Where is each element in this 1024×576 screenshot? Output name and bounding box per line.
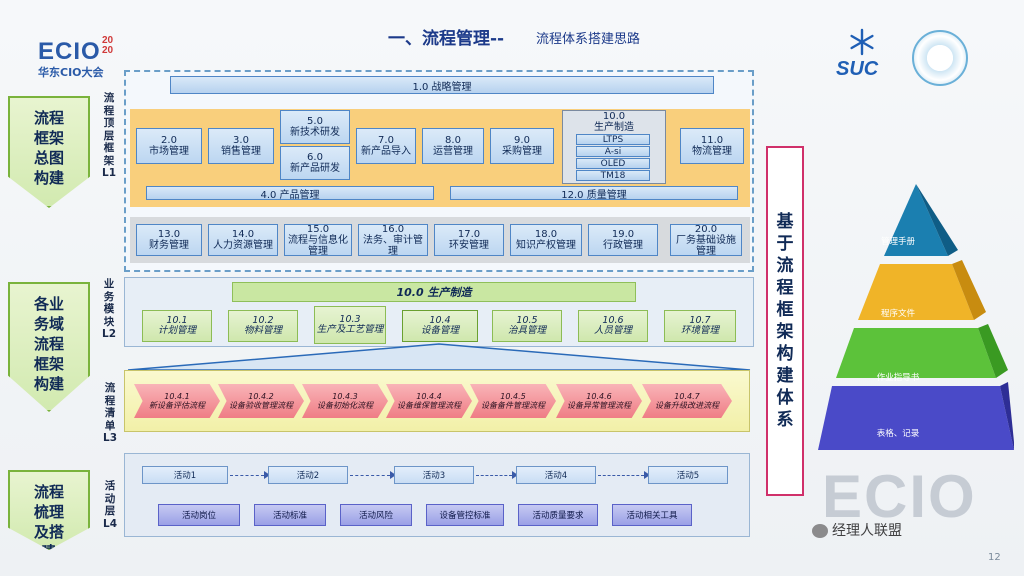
ecio-logo-subtitle: 华东CIO大会 bbox=[38, 66, 104, 79]
pyramid-level-procedure: 程序文件 bbox=[880, 309, 915, 319]
layer-label-l4: 活动层L4 bbox=[103, 480, 117, 530]
layer-label-l2: 业务模块L2 bbox=[102, 278, 116, 340]
left-label-business-domain: 各业务域流程框架构建 bbox=[8, 282, 90, 412]
page-subtitle: 流程体系搭建思路 bbox=[536, 32, 641, 47]
l4-activity-3[interactable]: 活动3 bbox=[394, 466, 474, 484]
ecio-background-logo: ECIO bbox=[822, 463, 977, 530]
l4-arrow-1-2 bbox=[230, 471, 270, 479]
l4-property-tools[interactable]: 活动相关工具 bbox=[612, 504, 692, 526]
layer-label-l1: 流程顶层框架L1 bbox=[102, 92, 116, 179]
l4-activity-5[interactable]: 活动5 bbox=[648, 466, 728, 484]
l4-activity-1[interactable]: 活动1 bbox=[142, 466, 228, 484]
l4-activity-4[interactable]: 活动4 bbox=[516, 466, 596, 484]
layer-label-l3: 流程清单L3 bbox=[103, 382, 117, 444]
l1-production-sub-tm18[interactable]: TM18 bbox=[576, 170, 650, 181]
l2-to-l3-expansion-shape bbox=[127, 343, 751, 371]
pyramid-level-instruction: 作业指导书 bbox=[876, 373, 920, 383]
round-emblem-logo bbox=[912, 30, 968, 86]
l2-title-bar[interactable]: 10.0 生产制造 bbox=[232, 282, 636, 302]
ecio-logo: ECIO bbox=[38, 38, 101, 65]
left-label-process-build: 流程梳理及搭建 bbox=[8, 470, 90, 550]
l1-product-mgmt-bar[interactable]: 4.0 产品管理 bbox=[146, 186, 434, 201]
l4-property-position[interactable]: 活动岗位 bbox=[158, 504, 240, 526]
wechat-icon bbox=[812, 524, 828, 538]
watermark-text: 经理人联盟 bbox=[812, 520, 902, 540]
page-title: 一、流程管理-- bbox=[388, 29, 505, 49]
pyramid-level-forms: 表格、记录 bbox=[876, 429, 920, 439]
l4-arrow-3-4 bbox=[476, 471, 518, 479]
l4-property-standard[interactable]: 活动标准 bbox=[254, 504, 326, 526]
snowflake-icon bbox=[850, 28, 874, 56]
l4-arrow-4-5 bbox=[598, 471, 650, 479]
l4-property-quality[interactable]: 活动质量要求 bbox=[518, 504, 598, 526]
l4-property-control-standard[interactable]: 设备管控标准 bbox=[426, 504, 504, 526]
l1-production-sub-asi[interactable]: A-si bbox=[576, 146, 650, 157]
l1-strategy-bar[interactable]: 1.0 战略管理 bbox=[170, 76, 714, 94]
l4-property-risk[interactable]: 活动风险 bbox=[340, 504, 412, 526]
suc-logo: SUC bbox=[836, 58, 879, 80]
l4-arrow-2-3 bbox=[350, 471, 396, 479]
page-number: 12 bbox=[988, 552, 1001, 563]
left-label-framework: 流程框架总图构建 bbox=[8, 96, 90, 208]
l1-production-sub-oled[interactable]: OLED bbox=[576, 158, 650, 169]
l1-production-sub-ltps[interactable]: LTPS bbox=[576, 134, 650, 145]
l1-quality-mgmt-bar[interactable]: 12.0 质量管理 bbox=[450, 186, 738, 201]
right-vertical-title: 基于流程框架构建体系 bbox=[766, 146, 804, 496]
l4-activity-2[interactable]: 活动2 bbox=[268, 466, 348, 484]
document-pyramid bbox=[818, 184, 1014, 450]
pyramid-level-manual: 管理手册 bbox=[880, 237, 915, 247]
